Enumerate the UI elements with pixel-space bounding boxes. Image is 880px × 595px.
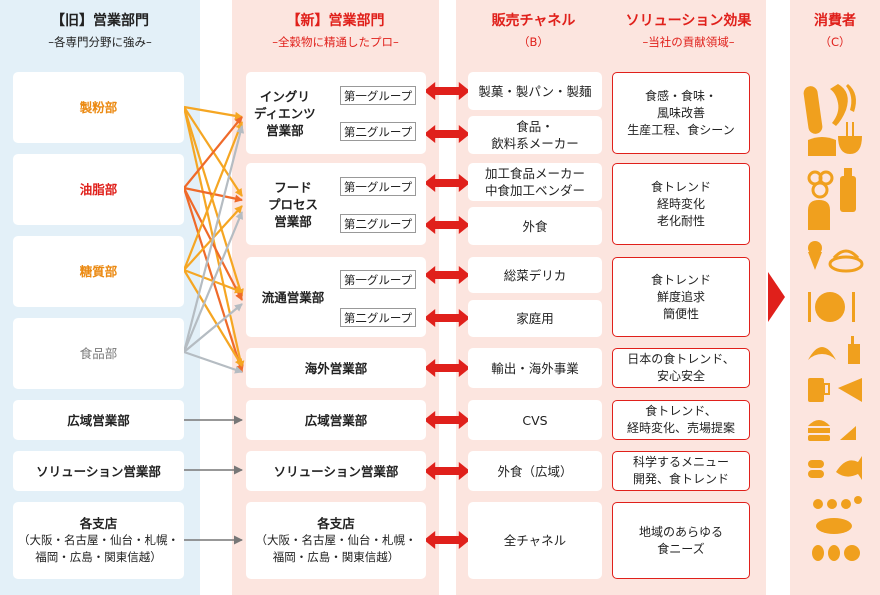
double-arrow-icon [424,216,470,234]
effect-item: 食トレンド 経時変化 老化耐性 [612,163,750,245]
flow-arrow-icon [768,272,785,322]
new-solution-dept: ソリューション営業部 [246,451,426,491]
channel-item: 輸出・海外事業 [468,348,602,388]
new-food-process-dept: フード プロセス 営業部 [267,179,318,229]
double-arrow-icon [424,462,470,480]
channel-item: 外食 [468,207,602,245]
channel-item: 総菜デリカ [468,257,602,293]
pancake-icon [816,518,852,534]
old-fat-dept: 油脂部 [13,154,184,225]
pretzel-icon [807,170,834,199]
old-branches: 各支店 （大阪・名古屋・仙台・札幌・ 福岡・広島・関東信越） [13,502,184,579]
cutlery-icon [808,292,855,322]
double-arrow-icon [424,82,470,100]
old-food-dept: 食品部 [13,318,184,389]
channel-item: 外食（広域） [468,451,602,491]
double-arrow-icon [424,359,470,377]
double-arrow-icon [424,266,470,284]
cake-icon [840,426,856,440]
noodle-bowl-icon [838,122,862,154]
old-sugar-dept: 糖質部 [13,236,184,307]
old-branches-title: 各支店 [79,516,118,531]
fish-icon [836,456,862,480]
old-branches-detail: （大阪・名古屋・仙台・札幌・ 福岡・広島・関東信越） [18,533,179,564]
plate-icon [815,292,845,322]
new-branches: 各支店 （大阪・名古屋・仙台・札幌・ 福岡・広島・関東信越） [246,502,426,579]
toast-icon [808,200,830,230]
effect-title: ソリューション効果 [625,13,752,29]
channel-item: 食品・ 飲料系メーカー [468,116,602,154]
old-regional-dept: 広域営業部 [13,400,184,440]
double-arrow-icon [424,309,470,327]
effect-item: 地域のあらゆる 食ニーズ [612,502,750,579]
ingredients-group2: 第二グループ [340,122,416,141]
bottle-icon [840,168,856,212]
effect-item: 日本の食トレンド、 安心安全 [612,348,750,388]
bread-loaf-icon [808,137,836,156]
effect-subtitle: –当社の貢献領域– [642,35,735,49]
ingredients-group1: 第一グループ [340,86,416,105]
food-process-group1: 第一グループ [340,177,416,196]
food-process-group2: 第二グループ [340,214,416,233]
channel-subtitle: （B） [518,35,549,49]
channel-item: 家庭用 [468,300,602,337]
channel-item: 加工食品メーカー 中食加工ベンダー [468,163,602,201]
new-ingredients-dept: イングリ ディエンツ 営業部 [246,72,340,154]
croissant-icon [808,347,836,360]
double-arrow-icon [424,174,470,192]
distribution-group2: 第二グループ [340,308,416,327]
egg-icon [812,545,840,561]
consumer-subtitle: （C） [819,35,851,49]
new-regional-dept: 広域営業部 [246,400,426,440]
juice-icon [848,336,860,364]
effect-item: 食トレンド、 経時変化、売場提案 [612,400,750,440]
beer-icon [808,378,830,402]
new-overseas-dept: 海外営業部 [246,348,426,388]
new-division-subtitle: –全穀物に精通したプロ– [272,35,399,49]
shrimp-icon [830,84,856,126]
double-arrow-icon [424,125,470,143]
new-branches-detail: （大阪・名古屋・仙台・札幌・ 福岡・広島・関東信越） [255,533,417,564]
channel-item: 全チャネル [468,502,602,579]
old-division-title: 【旧】営業部門 [51,13,149,29]
new-division-title: 【新】営業部門 [286,13,385,29]
channel-item: 製菓・製パン・製麺 [468,72,602,110]
old-solution-dept: ソリューション営業部 [13,451,184,491]
burger-icon [808,420,830,441]
distribution-group1: 第一グループ [340,270,416,289]
effect-item: 食トレンド 鮮度追求 簡便性 [612,257,750,337]
baguette-icon [803,86,823,134]
pizza-icon [838,378,862,402]
effect-item: 科学するメニュー 開発、食トレンド [612,451,750,491]
chick-icon [844,545,860,561]
effect-item: 食感・食味・ 風味改善 生産工程、食シーン [612,72,750,154]
double-arrow-icon [424,411,470,429]
channel-title: 販売チャネル [491,13,576,29]
old-flour-dept: 製粉部 [13,72,184,143]
new-distribution-dept: 流通営業部 [261,289,325,305]
consumer-title: 消費者 [814,13,856,29]
pasta-icon [828,249,864,273]
channel-item: CVS [468,400,602,440]
double-arrow-icon [424,531,470,549]
new-branches-title: 各支店 [317,516,355,531]
old-division-subtitle: –各専門分野に強み– [48,35,152,49]
dumpling-icon [813,496,862,509]
ice-cream-icon [808,241,822,270]
sausage-icon [808,460,824,478]
